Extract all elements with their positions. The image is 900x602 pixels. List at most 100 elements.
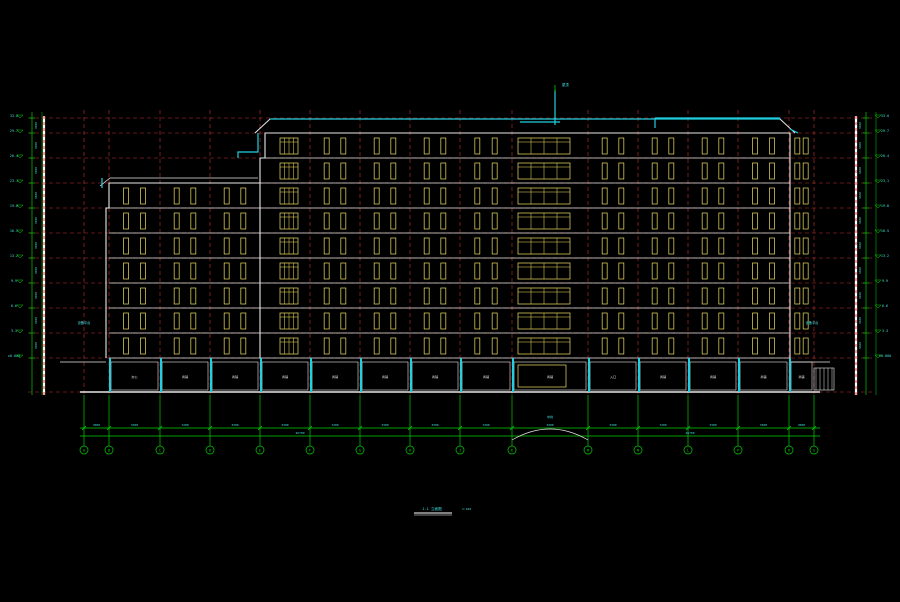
window [474,237,481,255]
axis-label: R [788,449,791,453]
window [618,162,625,180]
window [474,337,481,355]
window [491,187,498,205]
window [340,162,347,180]
window [802,262,809,280]
window [752,262,758,280]
window [618,262,625,280]
shop-label: 商铺 [282,374,288,379]
axis-bubble [809,445,819,455]
right-height-dim: 3300 [858,267,862,274]
shop-label: 商铺 [432,374,438,379]
stair-tower [237,133,259,158]
left-level-marker [16,329,24,334]
left-level-marker [16,354,24,359]
center-mark-label: 中线 [547,414,553,419]
window [651,162,658,180]
window [601,237,608,255]
window [373,262,380,280]
axis-bubble [583,445,593,455]
left-height-dim: 3300 [34,292,38,299]
window [123,237,129,255]
dim-tick [635,425,641,431]
window [340,237,347,255]
window [474,312,481,330]
window [373,337,380,355]
left-level-marker [16,279,24,284]
window [618,137,625,155]
left-height-dim: 3300 [34,342,38,349]
left-elevation-label: 3.3 [11,329,17,333]
axis-label: J [459,449,461,453]
window [752,162,758,180]
window [794,137,801,155]
shop-label: 商铺 [660,374,666,379]
axis-label: F [309,449,311,453]
window [240,237,247,255]
left-height-dim: 3300 [34,122,38,129]
window [423,212,430,230]
window [802,337,809,355]
window [474,212,481,230]
window [601,337,608,355]
window [601,212,608,230]
left-elevation-label: 13.2 [10,254,18,258]
window [701,162,708,180]
right-level-marker [874,154,882,159]
left-level-marker [16,254,24,259]
shop-label: 商铺 [710,374,716,379]
shop-label: 商铺 [332,374,338,379]
window [323,287,330,305]
window [340,187,347,205]
window [794,262,801,280]
right-annotation: 设备平台 [806,320,819,325]
center-arc [511,428,589,441]
right-level-marker [874,204,882,209]
bay-dim-label: 3300 [231,423,238,427]
window [802,212,809,230]
bay-dim-label: 7200 [659,423,666,427]
window [373,162,380,180]
window [323,237,330,255]
window [223,337,230,355]
window [618,337,625,355]
window [440,237,447,255]
right-level-marker [874,304,882,309]
window [223,312,230,330]
window [223,287,230,305]
window [323,187,330,205]
left-level-marker [16,204,24,209]
window [618,237,625,255]
dim-tick [509,425,515,431]
axis-label: P [737,449,739,453]
window [491,287,498,305]
window [340,212,347,230]
window [769,137,775,155]
window [769,312,775,330]
axis-label: H [409,449,411,453]
window [701,212,708,230]
window [323,337,330,355]
window [474,187,481,205]
window [340,312,347,330]
window [601,287,608,305]
window [423,337,430,355]
axis-bubble [355,445,365,455]
window [173,337,180,355]
window [618,312,625,330]
bay-dim-label: 3300 [609,423,616,427]
window [123,287,129,305]
dim-tick [786,425,792,431]
bay-dim-label: 3300 [131,423,138,427]
window [618,287,625,305]
left-level-marker [16,154,24,159]
left-elevation-label: 23.1 [10,179,18,183]
window [769,187,775,205]
left-level-marker [16,304,24,309]
right-elevation-label: 16.5 [881,229,889,233]
window [173,287,180,305]
window [601,162,608,180]
window [752,137,758,155]
window [651,287,658,305]
